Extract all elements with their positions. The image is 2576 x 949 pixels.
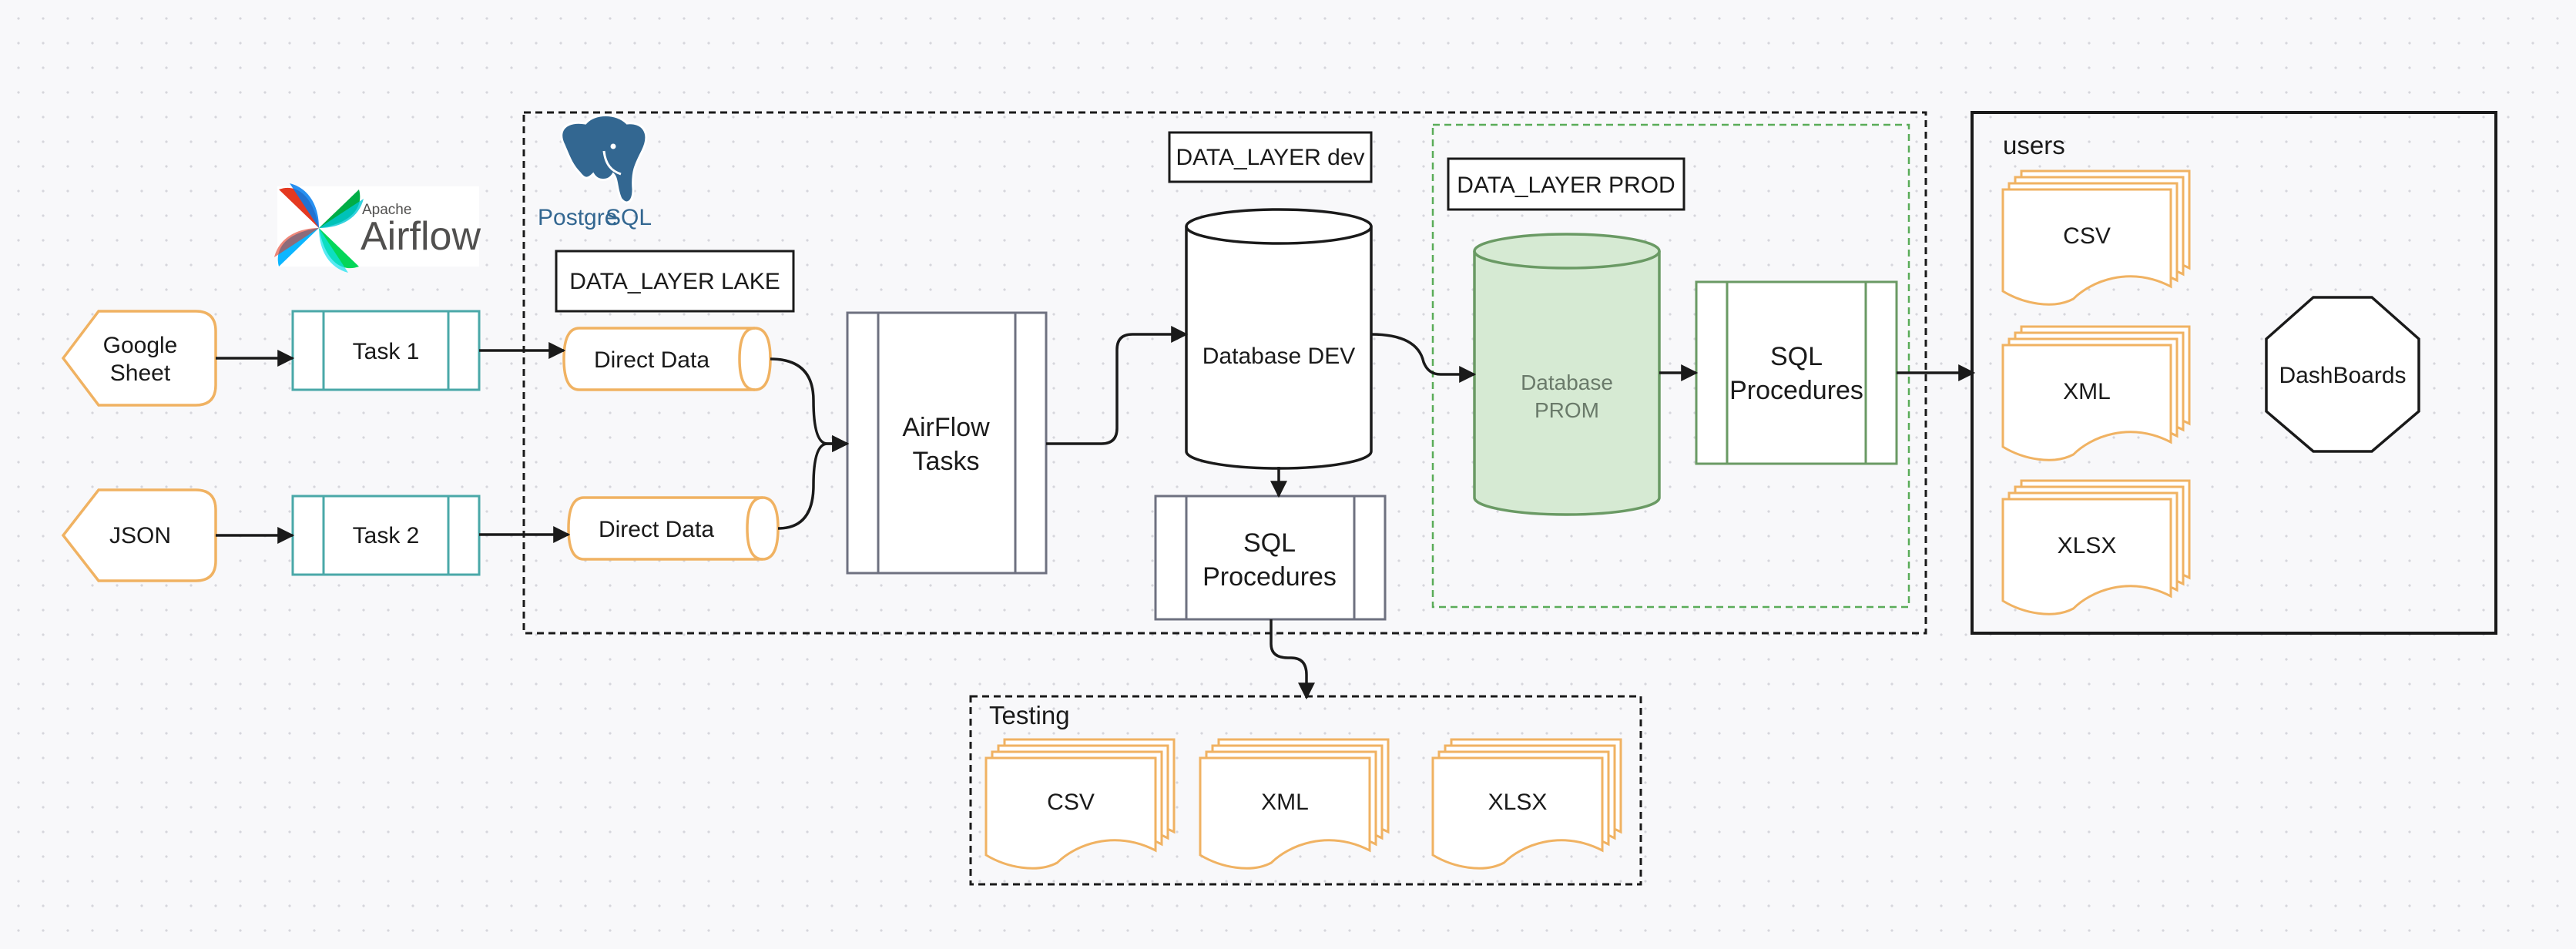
users-doc-csv-label: CSV <box>2063 223 2111 249</box>
sql-procedures-dev[interactable]: SQL Procedures <box>1154 495 1387 621</box>
postgres-lake-container[interactable] <box>522 111 1927 635</box>
postgresql-logo-text-left: Postgre <box>538 205 617 230</box>
direct-data-2-label: Direct Data <box>599 517 714 542</box>
airflow-logo-small-text: Apache <box>362 202 411 218</box>
dashboards-node[interactable]: DashBoards <box>2265 296 2420 453</box>
testing-doc-csv-label: CSV <box>1047 790 1095 815</box>
json-source[interactable]: JSON <box>61 488 217 582</box>
google-sheet-source[interactable]: Google Sheet <box>61 310 217 407</box>
sql-procedures-dev-line2: Procedures <box>1202 562 1337 592</box>
dashboards-label: DashBoards <box>2279 363 2406 388</box>
connectors <box>216 326 1976 700</box>
postgresql-logo: Postgre SQL <box>538 114 652 230</box>
users-docs: CSV XML XLSX <box>2001 169 2191 615</box>
google-sheet-label-line2: Sheet <box>110 360 171 386</box>
task1-label: Task 1 <box>353 339 420 364</box>
users-title: users <box>2003 131 2065 159</box>
task2-node[interactable]: Task 2 <box>291 495 481 576</box>
direct-data-2[interactable]: Direct Data <box>567 496 780 561</box>
prod-container[interactable] <box>1431 123 1910 609</box>
airflow-tasks-label-line2: Tasks <box>913 447 980 476</box>
database-dev-label: Database DEV <box>1202 344 1355 369</box>
users-doc-xml[interactable]: XML <box>2001 325 2191 461</box>
airflow-pinwheel-icon <box>274 183 364 273</box>
sql-procedures-prod-line2: Procedures <box>1729 376 1863 405</box>
data-layer-prod-label: DATA_LAYER PROD <box>1447 157 1685 211</box>
testing-doc-xlsx[interactable]: XLSX <box>1431 738 1622 870</box>
database-prom-line1: Database <box>1521 371 1613 394</box>
google-sheet-label-line1: Google <box>103 333 178 358</box>
json-label: JSON <box>109 523 171 548</box>
testing-doc-xlsx-label: XLSX <box>1488 790 1548 815</box>
task2-label: Task 2 <box>353 523 420 548</box>
airflow-logo-text: Airflow <box>361 214 481 259</box>
airflow-tasks-label-line1: AirFlow <box>902 413 990 442</box>
data-layer-lake-label: DATA_LAYER LAKE <box>555 250 795 313</box>
database-prom-line2: PROM <box>1535 398 1599 422</box>
arrow-airflow-to-database-dev <box>1046 326 1189 445</box>
sql-procedures-prod[interactable]: SQL Procedures <box>1695 280 1898 465</box>
airflow-logo: Apache Airflow <box>274 183 481 273</box>
svg-text:DATA_LAYER LAKE: DATA_LAYER LAKE <box>569 269 780 294</box>
arrow-direct-data-2-to-airflow <box>777 435 850 530</box>
data-layer-dev-label: DATA_LAYER dev <box>1168 131 1373 183</box>
elephant-icon <box>560 114 648 204</box>
testing-doc-xml-label: XML <box>1261 790 1309 815</box>
database-prom[interactable]: Database PROM <box>1473 233 1661 516</box>
sql-procedures-prod-line1: SQL <box>1770 342 1823 371</box>
testing-title: Testing <box>989 701 1070 729</box>
direct-data-1-label: Direct Data <box>594 347 709 373</box>
direct-data-1[interactable]: Direct Data <box>562 327 772 391</box>
testing-docs: CSV XML XLSX <box>984 738 1622 870</box>
arrow-procedures-dev-to-testing <box>1270 619 1315 700</box>
postgresql-logo-text-right: SQL <box>605 205 652 230</box>
svg-text:DATA_LAYER PROD: DATA_LAYER PROD <box>1457 173 1675 198</box>
testing-doc-csv[interactable]: CSV <box>984 738 1176 870</box>
airflow-tasks-node[interactable]: AirFlow Tasks <box>846 311 1048 575</box>
sql-procedures-dev-line1: SQL <box>1243 528 1296 558</box>
users-doc-xlsx[interactable]: XLSX <box>2001 479 2191 615</box>
users-doc-xlsx-label: XLSX <box>2058 533 2117 558</box>
testing-doc-xml[interactable]: XML <box>1199 738 1390 870</box>
database-dev[interactable]: Database DEV <box>1185 208 1373 470</box>
arrow-direct-data-1-to-airflow <box>770 357 850 452</box>
users-doc-xml-label: XML <box>2063 379 2111 404</box>
arrow-database-dev-to-prom <box>1370 333 1477 383</box>
users-doc-csv[interactable]: CSV <box>2001 169 2191 306</box>
task1-node[interactable]: Task 1 <box>291 310 481 391</box>
svg-text:DATA_LAYER dev: DATA_LAYER dev <box>1176 145 1364 170</box>
